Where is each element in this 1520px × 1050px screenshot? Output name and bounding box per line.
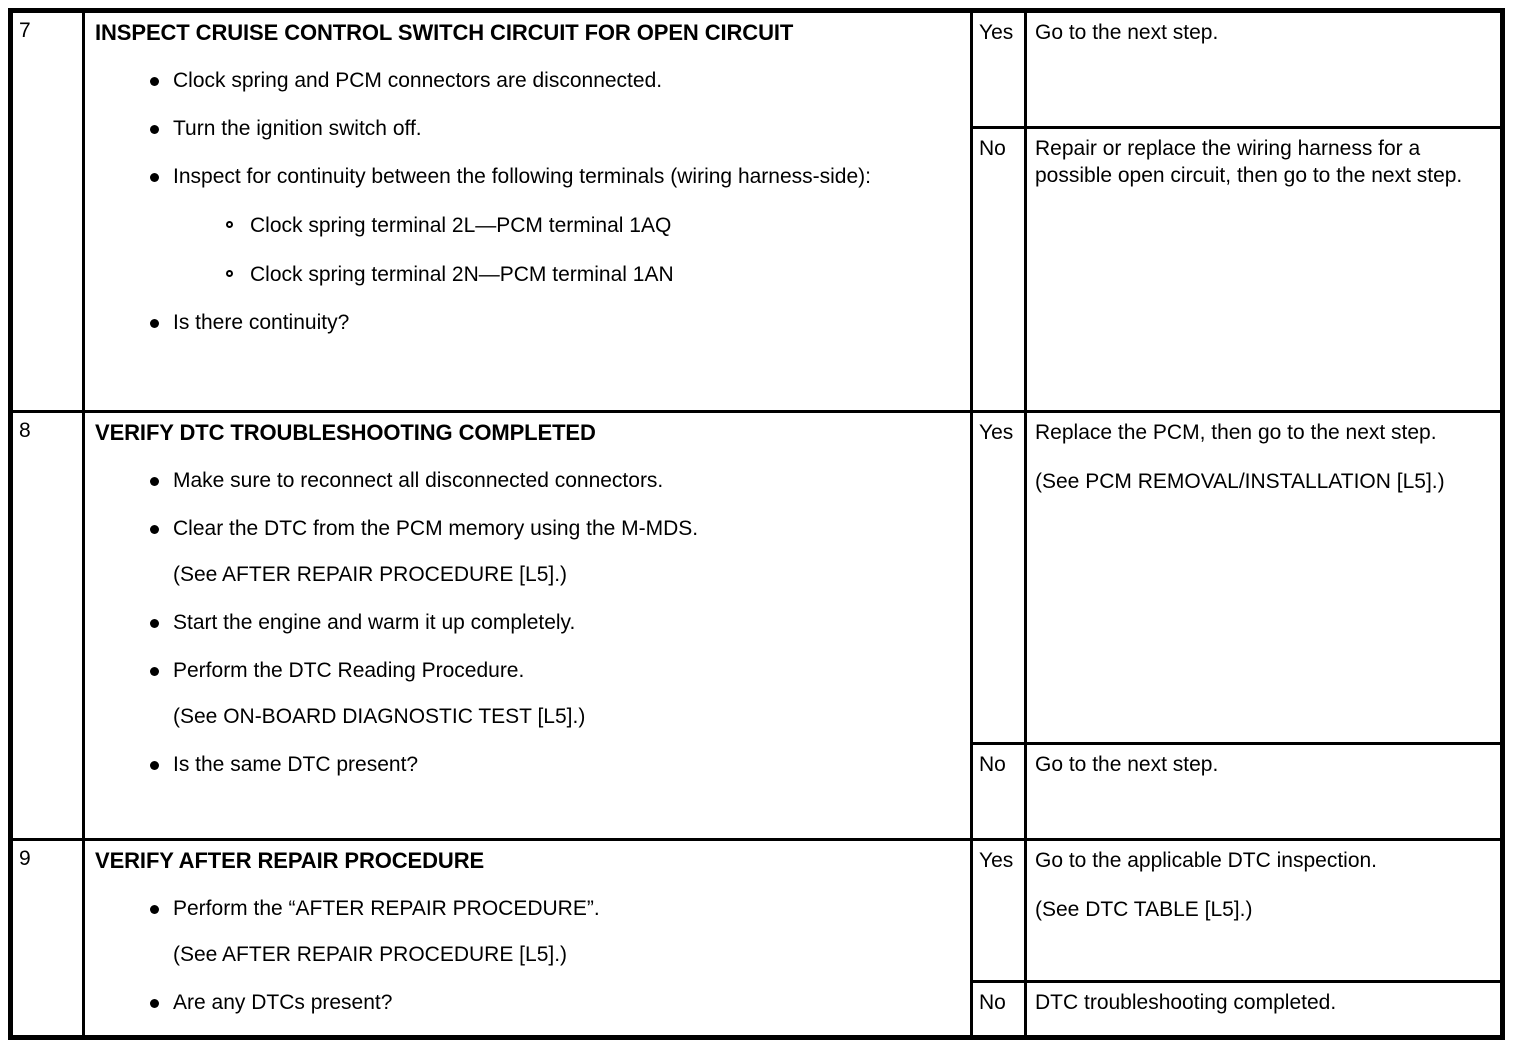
answer-block-yes: Yes Replace the PCM, then go to the next… [973, 413, 1500, 745]
action-paragraph: Go to the next step. [1035, 753, 1219, 776]
answer-label: No [979, 137, 1006, 160]
bullet-text: Perform the “AFTER REPAIR PROCEDURE”. [173, 897, 600, 920]
list-item: Clock spring and PCM connectors are disc… [95, 67, 958, 94]
diagnostic-troubleshooting-table: 7 INSPECT CRUISE CONTROL SWITCH CIRCUIT … [8, 8, 1505, 1040]
action-paragraph: Repair or replace the wiring harness for… [1035, 137, 1463, 187]
answer-label-cell: No [973, 745, 1027, 838]
answer-label-cell: No [973, 129, 1027, 410]
action-reference: (See PCM REMOVAL/INSTALLATION [L5].) [1035, 470, 1445, 493]
step-question-list: Is there continuity? [95, 309, 958, 336]
action-paragraph: Go to the applicable DTC inspection. [1035, 849, 1378, 872]
answer-action-cell: Go to the next step. [1027, 745, 1500, 838]
list-item: Inspect for continuity between the follo… [95, 163, 958, 190]
list-item: Start the engine and warm it up complete… [95, 609, 958, 636]
answer-action-cell: Repair or replace the wiring harness for… [1027, 129, 1500, 410]
list-item: Clock spring terminal 2L—PCM terminal 1A… [95, 212, 958, 239]
answer-label-cell: Yes [973, 13, 1027, 126]
answer-label-cell: Yes [973, 413, 1027, 742]
answer-block-no: No DTC troubleshooting completed. [973, 983, 1500, 1035]
step-bullet-list: Perform the “AFTER REPAIR PROCEDURE”. (S… [95, 895, 958, 1016]
answer-label: Yes [979, 421, 1014, 444]
answer-label-cell: Yes [973, 841, 1027, 980]
list-item: Perform the DTC Reading Procedure. [95, 657, 958, 684]
action-paragraph: Go to the next step. [1035, 21, 1219, 44]
list-item: Turn the ignition switch off. [95, 115, 958, 142]
table-row: 7 INSPECT CRUISE CONTROL SWITCH CIRCUIT … [13, 13, 1500, 413]
list-item-note: (See AFTER REPAIR PROCEDURE [L5].) [95, 941, 958, 968]
step-description-cell: VERIFY AFTER REPAIR PROCEDURE Perform th… [85, 841, 973, 1035]
step-title: INSPECT CRUISE CONTROL SWITCH CIRCUIT FO… [95, 20, 794, 45]
reference-text: (See AFTER REPAIR PROCEDURE [L5].) [173, 563, 568, 586]
answer-action-cell: Go to the applicable DTC inspection. (Se… [1027, 841, 1500, 980]
list-item: Clock spring terminal 2N—PCM terminal 1A… [95, 261, 958, 288]
answer-block-no: No Repair or replace the wiring harness … [973, 129, 1500, 410]
step-number-cell: 8 [13, 413, 85, 838]
list-item: Is the same DTC present? [95, 751, 958, 778]
answer-label: No [979, 991, 1006, 1014]
bullet-text: Turn the ignition switch off. [173, 117, 422, 140]
bullet-text: Inspect for continuity between the follo… [173, 165, 871, 188]
list-item: Clear the DTC from the PCM memory using … [95, 515, 958, 542]
table-row: 9 VERIFY AFTER REPAIR PROCEDURE Perform … [13, 841, 1500, 1035]
bullet-text: Clear the DTC from the PCM memory using … [173, 517, 699, 540]
bullet-text: Start the engine and warm it up complete… [173, 611, 576, 634]
step-bullet-list: Clock spring and PCM connectors are disc… [95, 67, 958, 190]
list-item: Are any DTCs present? [95, 989, 958, 1016]
step-number-cell: 7 [13, 13, 85, 410]
table-row: 8 VERIFY DTC TROUBLESHOOTING COMPLETED M… [13, 413, 1500, 841]
answer-block-yes: Yes Go to the applicable DTC inspection.… [973, 841, 1500, 983]
action-reference: (See DTC TABLE [L5].) [1035, 898, 1253, 921]
subbullet-text: Clock spring terminal 2N—PCM terminal 1A… [250, 263, 674, 286]
question-text: Is there continuity? [173, 311, 350, 334]
bullet-text: Make sure to reconnect all disconnected … [173, 469, 664, 492]
answer-action-cell: Replace the PCM, then go to the next ste… [1027, 413, 1500, 742]
answer-action-cell: DTC troubleshooting completed. [1027, 983, 1500, 1035]
answer-block-yes: Yes Go to the next step. [973, 13, 1500, 129]
list-item: Perform the “AFTER REPAIR PROCEDURE”. [95, 895, 958, 922]
reference-text: (See ON-BOARD DIAGNOSTIC TEST [L5].) [173, 705, 586, 728]
step-number: 8 [19, 419, 31, 442]
step-description-cell: INSPECT CRUISE CONTROL SWITCH CIRCUIT FO… [85, 13, 973, 410]
step-bullet-list: Make sure to reconnect all disconnected … [95, 467, 958, 778]
action-paragraph: Replace the PCM, then go to the next ste… [1035, 421, 1437, 444]
step-number: 9 [19, 847, 31, 870]
answer-label: Yes [979, 21, 1014, 44]
step-description-cell: VERIFY DTC TROUBLESHOOTING COMPLETED Mak… [85, 413, 973, 838]
list-item-note: (See ON-BOARD DIAGNOSTIC TEST [L5].) [95, 703, 958, 730]
list-item: Is there continuity? [95, 309, 958, 336]
bullet-text: Clock spring and PCM connectors are disc… [173, 69, 663, 92]
answer-label: Yes [979, 849, 1014, 872]
step-title: VERIFY AFTER REPAIR PROCEDURE [95, 848, 485, 873]
step-number-cell: 9 [13, 841, 85, 1035]
step-subbullet-list: Clock spring terminal 2L—PCM terminal 1A… [95, 212, 958, 288]
step-title: VERIFY DTC TROUBLESHOOTING COMPLETED [95, 420, 596, 445]
answer-label: No [979, 753, 1006, 776]
list-item-note: (See AFTER REPAIR PROCEDURE [L5].) [95, 561, 958, 588]
question-text: Is the same DTC present? [173, 753, 419, 776]
answer-action-cell: Go to the next step. [1027, 13, 1500, 126]
action-paragraph: DTC troubleshooting completed. [1035, 991, 1337, 1014]
answer-label-cell: No [973, 983, 1027, 1035]
reference-text: (See AFTER REPAIR PROCEDURE [L5].) [173, 943, 568, 966]
subbullet-text: Clock spring terminal 2L—PCM terminal 1A… [250, 214, 672, 237]
answer-block-no: No Go to the next step. [973, 745, 1500, 838]
step-number: 7 [19, 19, 31, 42]
list-item: Make sure to reconnect all disconnected … [95, 467, 958, 494]
question-text: Are any DTCs present? [173, 991, 393, 1014]
bullet-text: Perform the DTC Reading Procedure. [173, 659, 525, 682]
